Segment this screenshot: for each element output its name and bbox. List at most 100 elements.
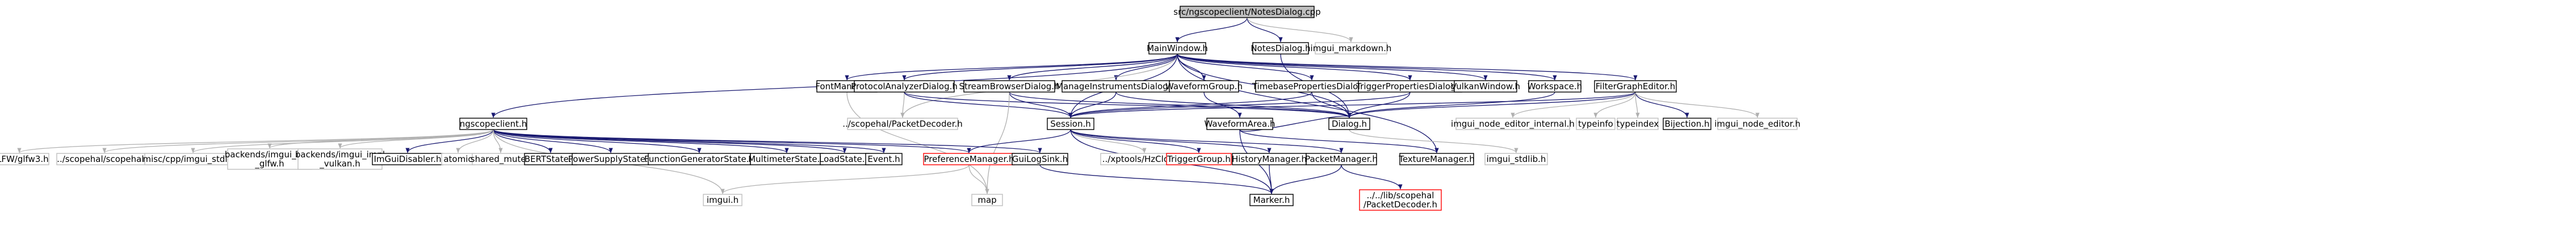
- node-atomic-label: atomic: [443, 154, 472, 164]
- edge-session-to-preferencemanager: [967, 129, 1071, 153]
- node-mainwindow-box: [1148, 42, 1206, 55]
- node-vulkanwindow[interactable]: VulkanWindow.h: [1451, 80, 1520, 93]
- node-dialog-label: Dialog.h: [1332, 119, 1367, 129]
- node-imgui_markdown-label: imgui_markdown.h: [1311, 43, 1392, 54]
- node-marker[interactable]: Marker.h: [1249, 194, 1294, 206]
- node-imgui_node_editor_internal[interactable]: imgui_node_editor_internal.h: [1451, 118, 1575, 130]
- node-texturemanager-box: [1399, 153, 1474, 165]
- node-imgui_node_editor_internal-label: imgui_node_editor_internal.h: [1451, 119, 1575, 130]
- edge-mainwindow-to-protocolanalyzer: [902, 53, 1178, 81]
- edge-ngscopeclient-to-imguidisabler: [405, 129, 494, 153]
- node-typeinfo-label: typeinfo: [1578, 119, 1613, 129]
- node-packetdecoder1[interactable]: ../scopehal/PacketDecoder.h: [842, 118, 963, 130]
- node-waveformgroup[interactable]: WaveformGroup.h: [1165, 80, 1243, 93]
- node-preferencemanager[interactable]: PreferenceManager.h: [923, 153, 1015, 165]
- node-imgui_node_editor-label: imgui_node_editor.h: [1714, 119, 1800, 130]
- edge-preferencemanager-to-imgui: [720, 164, 970, 194]
- node-event[interactable]: Event.h: [865, 153, 903, 165]
- node-waveformarea[interactable]: WaveformArea.h: [1205, 118, 1276, 130]
- edge-session-to-hzclock: [1070, 129, 1147, 153]
- node-loadstate[interactable]: LoadState.h: [819, 153, 870, 165]
- node-imgui_stdlib[interactable]: imgui_stdlib.h: [1484, 153, 1548, 165]
- edge-filtergrapheditor-to-session: [1068, 91, 1636, 118]
- node-session-label: Session.h: [1050, 119, 1091, 129]
- node-session-box: [1047, 118, 1094, 130]
- node-bijection[interactable]: Bijection.h: [1663, 118, 1711, 130]
- edge-waveformarea-to-dialog: [1239, 113, 1352, 132]
- node-multimeterstate-label: MultimeterState.h: [748, 154, 825, 164]
- node-event-label: Event.h: [867, 154, 900, 164]
- node-bertstate[interactable]: BERTState.h: [524, 153, 577, 165]
- node-shared_mutex[interactable]: shared_mutex: [471, 153, 531, 165]
- node-triggerproperties[interactable]: TriggerPropertiesDialog.h: [1356, 80, 1464, 93]
- node-imgui_stdlib_misc[interactable]: misc/cpp/imgui_stdlib.h: [142, 153, 244, 165]
- edge-dialog-to-imgui_stdlib: [1349, 129, 1518, 153]
- node-atomic[interactable]: atomic: [441, 153, 475, 165]
- node-imgui_markdown[interactable]: imgui_markdown.h: [1311, 42, 1392, 55]
- node-dialog[interactable]: Dialog.h: [1328, 118, 1370, 130]
- node-ngscopeclient[interactable]: ngscopeclient.h: [459, 118, 527, 130]
- node-imgui-label: imgui.h: [707, 195, 739, 205]
- node-guilogsink-label: GuiLogSink.h: [1012, 154, 1068, 164]
- node-streambrowser-label: StreamBrowserDialog.h: [959, 81, 1059, 91]
- nodes-layer: src/ngscopeclient/NotesDialog.cppMainWin…: [0, 6, 1801, 211]
- node-waveformarea-box: [1206, 118, 1273, 130]
- node-notesdialog[interactable]: NotesDialog.h: [1251, 42, 1311, 55]
- node-multimeterstate[interactable]: MultimeterState.h: [748, 153, 825, 165]
- edge-session-to-historymanager: [1070, 129, 1272, 153]
- edge-protocolanalyzer-to-packetdecoder1: [900, 91, 905, 118]
- node-root[interactable]: src/ngscopeclient/NotesDialog.cpp: [1173, 6, 1321, 18]
- node-packetdecoder2-box: [1359, 189, 1442, 211]
- node-typeinfo-box: [1576, 118, 1616, 130]
- node-texturemanager[interactable]: TextureManager.h: [1398, 153, 1475, 165]
- node-imgui_node_editor[interactable]: imgui_node_editor.h: [1714, 118, 1801, 130]
- node-powersupplystate-label: PowerSupplyState.h: [568, 154, 653, 164]
- node-manageinstruments[interactable]: ManageInstrumentsDialog.h: [1056, 80, 1176, 93]
- edge-waveformarea-to-texturemanager: [1239, 129, 1439, 153]
- node-map[interactable]: map: [971, 194, 1003, 206]
- node-functiongeneratorstate[interactable]: FunctionGeneratorState.h: [644, 153, 754, 165]
- node-packetmanager[interactable]: PacketManager.h: [1305, 153, 1378, 165]
- node-guilogsink[interactable]: GuiLogSink.h: [1012, 153, 1068, 165]
- edge-filtergrapheditor-to-bijection: [1635, 91, 1689, 118]
- node-protocolanalyzer[interactable]: ProtocolAnalyzerDialog.h: [851, 80, 958, 93]
- node-bijection-label: Bijection.h: [1664, 119, 1709, 129]
- node-imgui[interactable]: imgui.h: [703, 194, 742, 206]
- node-historymanager[interactable]: HistoryManager.h: [1232, 153, 1307, 165]
- node-scopehal[interactable]: ../scopehal/scopehal.h: [56, 153, 153, 165]
- node-typeinfo[interactable]: typeinfo: [1576, 118, 1616, 130]
- node-timebaseproperties[interactable]: TimebasePropertiesDialog.h: [1252, 80, 1371, 93]
- node-imgui_stdlib-box: [1484, 153, 1548, 165]
- edge-filtergrapheditor-to-typeindex: [1635, 91, 1640, 118]
- node-typeindex[interactable]: typeindex: [1617, 118, 1659, 130]
- node-workspace[interactable]: Workspace.h: [1528, 80, 1582, 93]
- node-mainwindow[interactable]: MainWindow.h: [1147, 42, 1208, 55]
- node-loadstate-label: LoadState.h: [819, 154, 870, 164]
- node-scopehal-label: ../scopehal/scopehal.h: [57, 154, 152, 164]
- node-impl_vulkan[interactable]: backends/imgui_impl_vulkan.h: [295, 148, 385, 170]
- edge-preferencemanager-to-map: [968, 164, 989, 194]
- edge-ngscopeclient-to-functiongeneratorstate: [493, 129, 702, 153]
- node-filtergrapheditor[interactable]: FilterGraphEditor.h: [1594, 80, 1677, 93]
- node-triggergroup[interactable]: TriggerGroup.h: [1166, 153, 1232, 165]
- edge-streambrowser-to-map: [985, 91, 1010, 194]
- node-packetdecoder2[interactable]: ../../lib/scopehal/PacketDecoder.h: [1359, 189, 1442, 211]
- node-powersupplystate[interactable]: PowerSupplyState.h: [568, 153, 653, 165]
- node-imgui_stdlib-label: imgui_stdlib.h: [1487, 154, 1546, 165]
- node-imguidisabler[interactable]: ImGuiDisabler.h: [372, 153, 443, 165]
- edge-guilogsink-to-marker: [1039, 164, 1274, 194]
- edge-ngscopeclient-to-bertstate: [493, 129, 553, 153]
- node-triggerproperties-label: TriggerPropertiesDialog.h: [1356, 81, 1464, 91]
- node-root-label: src/ngscopeclient/NotesDialog.cpp: [1173, 7, 1320, 17]
- node-dialog-box: [1328, 118, 1370, 130]
- node-streambrowser[interactable]: StreamBrowserDialog.h: [959, 80, 1060, 93]
- node-typeindex-box: [1617, 118, 1659, 130]
- node-session[interactable]: Session.h: [1047, 118, 1094, 130]
- node-packetdecoder1-label: ../scopehal/PacketDecoder.h: [842, 119, 963, 129]
- edge-packetmanager-to-packetdecoder2: [1341, 164, 1403, 190]
- node-imguidisabler-label: ImGuiDisabler.h: [374, 154, 441, 164]
- node-glfw3[interactable]: GLFW/glfw3.h: [0, 153, 49, 165]
- edge-waveformgroup-to-waveformarea: [1203, 91, 1242, 118]
- edge-packetmanager-to-marker: [1269, 164, 1342, 194]
